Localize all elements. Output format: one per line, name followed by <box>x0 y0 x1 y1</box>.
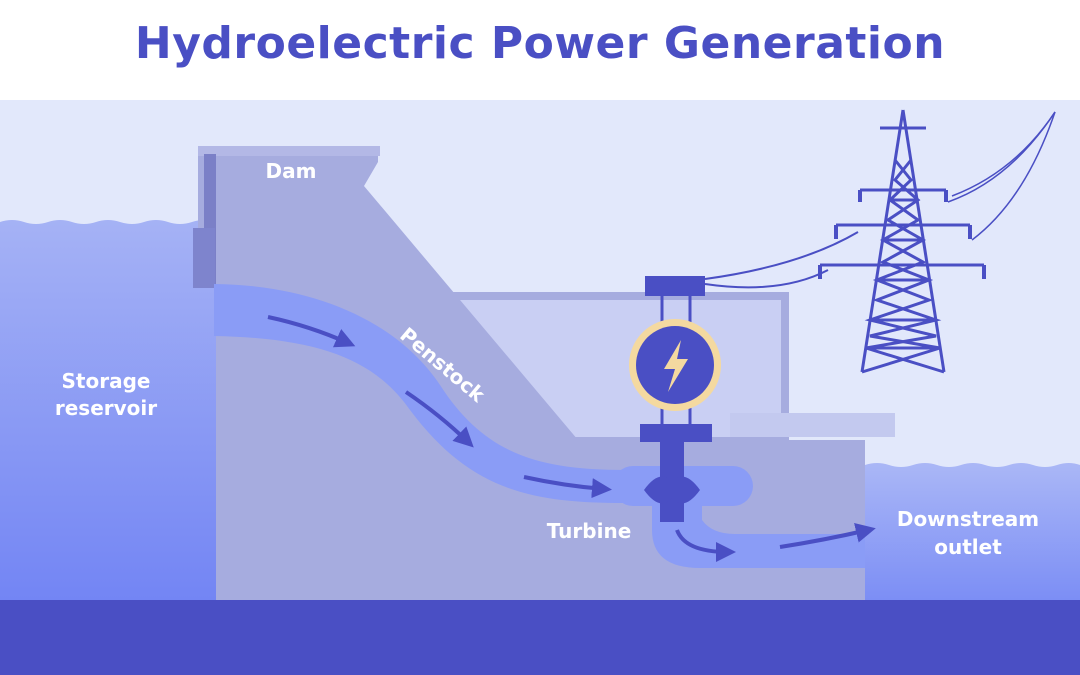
power-line-lower <box>704 269 829 289</box>
flow-arrow-1 <box>267 315 356 348</box>
storage-reservoir-label-line2: reservoir <box>55 396 157 420</box>
hydroelectric-diagram: Dam Penstock Storage reservoir Turbine D… <box>0 100 1080 675</box>
turbine-coupling <box>640 424 712 442</box>
lightning-bolt-icon <box>664 340 688 392</box>
generator-housing <box>645 276 705 296</box>
flow-arrow-5 <box>779 522 876 549</box>
diagram-title: Hydroelectric Power Generation <box>134 18 946 69</box>
downstream-outlet-label-line1: Downstream <box>897 507 1039 531</box>
outgoing-power-lines <box>947 111 1056 241</box>
powerhouse-ledge <box>730 413 895 437</box>
ground <box>0 600 1080 675</box>
downstream-water <box>865 463 1080 600</box>
dam-crest <box>198 146 380 156</box>
transmission-tower-icon <box>820 109 984 374</box>
power-line-upper <box>704 231 859 280</box>
dam-label: Dam <box>266 159 317 183</box>
turbine-label: Turbine <box>547 519 632 543</box>
downstream-outlet-label-line2: outlet <box>934 535 1002 559</box>
flow-arrow-2 <box>404 390 474 448</box>
turbine-runner <box>644 476 700 504</box>
penstock-pipe <box>214 284 625 503</box>
intake-gate-frame <box>193 228 215 288</box>
flow-arrow-3 <box>523 475 612 499</box>
flow-arrows <box>267 315 876 562</box>
flow-arrow-4 <box>675 529 736 562</box>
storage-reservoir-label-line1: Storage <box>62 369 151 393</box>
storage-reservoir-water <box>0 220 216 600</box>
tower-insulators <box>818 190 986 279</box>
